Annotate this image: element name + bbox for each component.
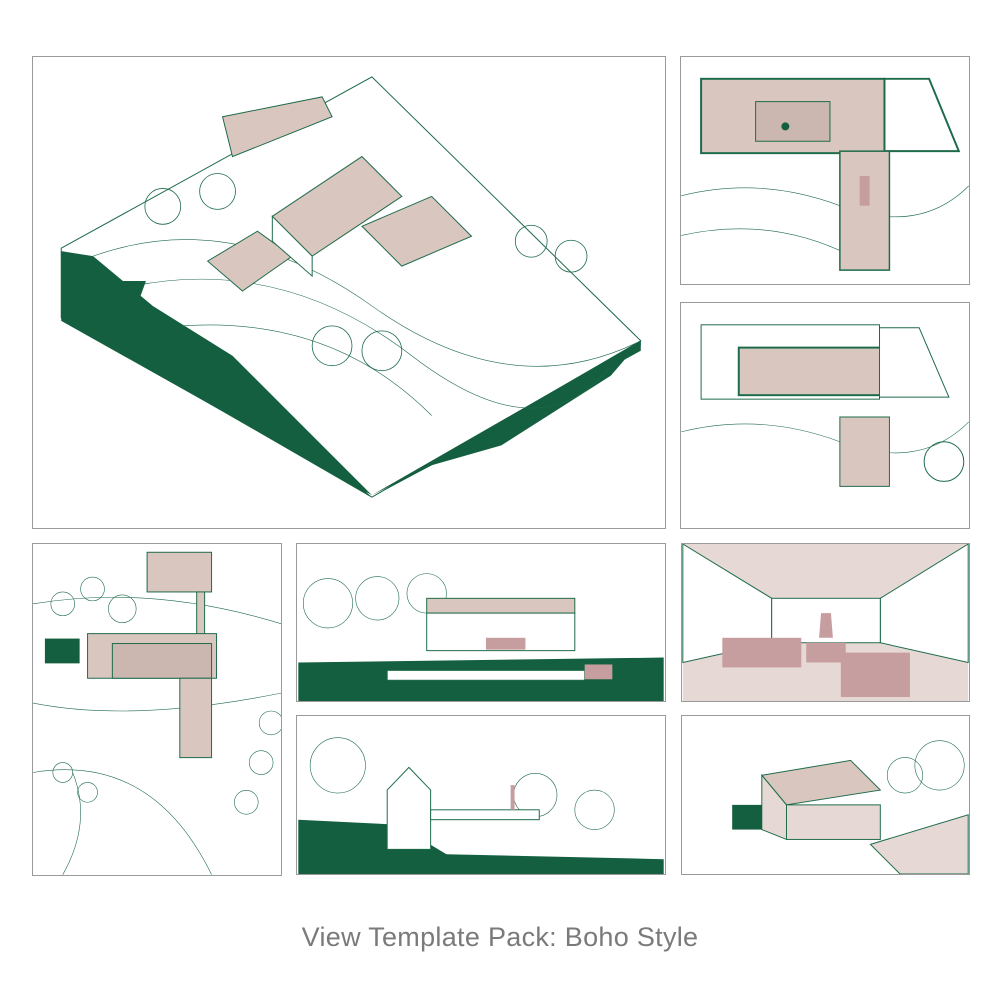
section-long-view xyxy=(296,543,666,702)
axonometric-view xyxy=(32,56,666,529)
section-cross-view xyxy=(296,715,666,875)
floor-plan-upper-view xyxy=(680,56,970,285)
site-plan-view xyxy=(32,543,282,876)
sheet-caption: View Template Pack: Boho Style xyxy=(301,922,699,952)
interior-perspective-view xyxy=(681,543,970,702)
exterior-perspective-view xyxy=(681,715,970,875)
floor-plan-lower-view xyxy=(680,302,970,529)
